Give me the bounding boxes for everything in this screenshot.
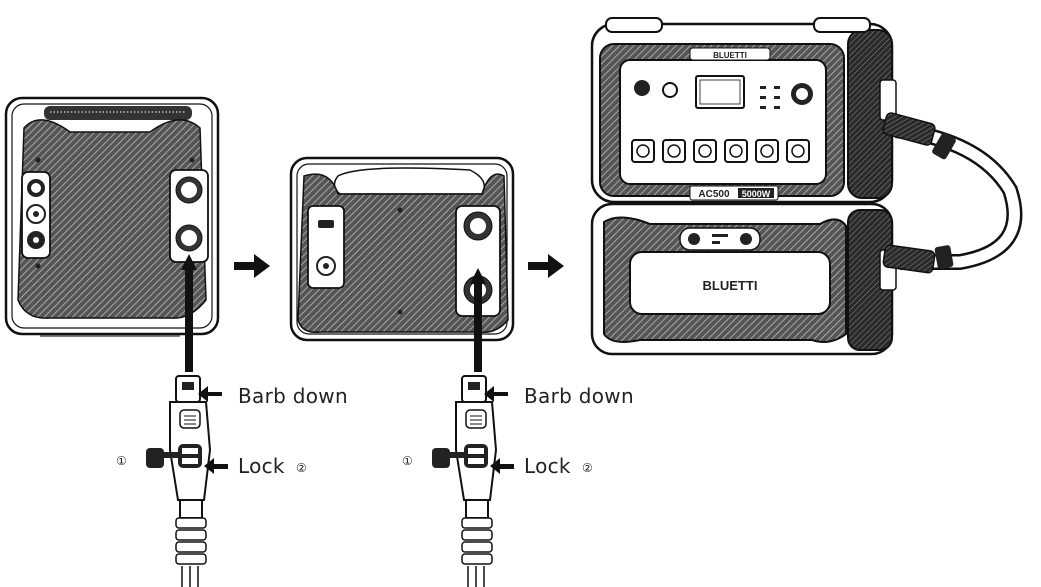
connection-cable: [882, 112, 1023, 274]
insert-arrow-left: [181, 254, 197, 372]
step-1-marker-right: ①: [402, 454, 413, 468]
rating-label: 5000W: [742, 189, 771, 199]
lock-label-left: Lock: [238, 454, 285, 478]
connector-detail-right: [432, 375, 514, 587]
step-arrow-2: [528, 254, 564, 278]
press-hand-icon: [432, 448, 466, 468]
battery-brand-logo: BLUETTI: [703, 278, 758, 293]
battery-unit: BLUETTI: [590, 202, 897, 356]
ac-outlet-row: [631, 139, 810, 163]
barb-down-label-right: Barb down: [524, 384, 634, 408]
rear-panel-device-left: [4, 96, 220, 337]
lock-label-right: Lock: [524, 454, 571, 478]
model-label: AC500: [698, 189, 730, 200]
brand-logo-top: BLUETTI: [713, 51, 747, 60]
power-station-unit: BLUETTI AC500: [590, 17, 897, 204]
insert-arrow-middle: [470, 268, 486, 372]
rear-panel-device-middle: [289, 156, 515, 342]
step-2-marker-left: ②: [296, 461, 307, 475]
press-hand-icon: [146, 448, 180, 468]
connector-detail-left: [146, 375, 228, 587]
step-1-marker-left: ①: [116, 454, 127, 468]
barb-down-label-left: Barb down: [238, 384, 348, 408]
step-2-marker-right: ②: [582, 461, 593, 475]
step-arrow-1: [234, 254, 270, 278]
